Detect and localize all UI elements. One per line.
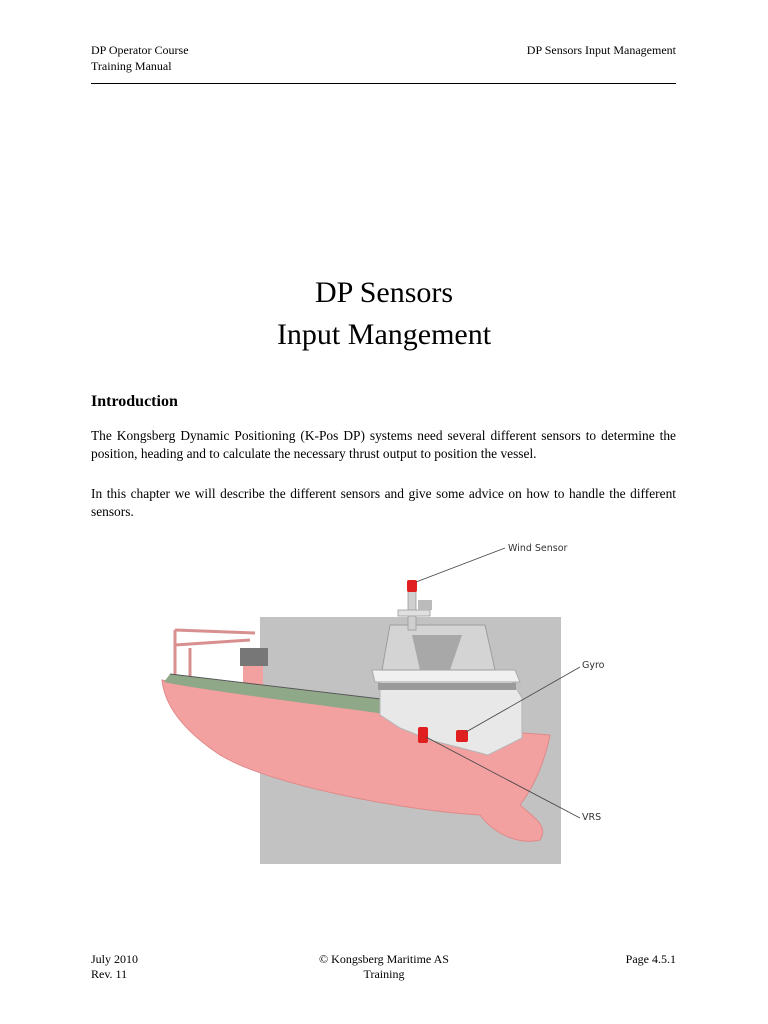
page-number: Page 4.5.1	[625, 952, 676, 966]
header-right: DP Sensors Input Management	[527, 42, 676, 58]
gyro-marker	[456, 730, 468, 742]
ship-deck	[164, 674, 440, 722]
section-heading: Introduction	[91, 393, 178, 410]
footer-left: July 2010 Rev. 11	[91, 952, 138, 982]
footer-copyright: © Kongsberg Maritime AS	[319, 952, 449, 966]
bridge-deck	[371, 669, 521, 683]
footer-department: Training	[363, 967, 405, 981]
crane-housing	[240, 648, 268, 666]
header-left: DP Operator Course Training Manual	[91, 42, 189, 74]
gyro-label: Gyro	[582, 660, 605, 671]
vrs-label: VRS	[582, 812, 602, 823]
chapter-name: DP Sensors Input Management	[526, 43, 676, 57]
wind-sensor-marker	[407, 580, 417, 592]
intro-paragraph-2: In this chapter we will describe the dif…	[91, 486, 676, 519]
mast-platform	[397, 609, 431, 617]
wind-sensor-label: Wind Sensor	[508, 543, 568, 554]
header-divider	[91, 83, 676, 84]
footer-right: Page 4.5.1	[626, 952, 676, 967]
vrs-marker	[418, 727, 428, 743]
vessel-illustration	[161, 547, 581, 864]
wind-sensor-callout-line	[415, 547, 506, 583]
wheelhouse-front	[412, 635, 462, 670]
page-title: DP Sensors Input Mangement	[0, 272, 768, 356]
course-name: DP Operator Course	[91, 43, 189, 57]
title-line-2: Input Mangement	[276, 318, 492, 351]
radar-mount	[418, 600, 432, 610]
title-line-1: DP Sensors	[314, 276, 454, 309]
intro-paragraph-1: The Kongsberg Dynamic Positioning (K-Pos…	[91, 428, 676, 461]
vrs-callout-line	[425, 736, 581, 819]
footer-center: © Kongsberg Maritime AS Training	[0, 952, 768, 982]
vessel-sensor-figure: Wind Sensor Gyro VRS	[150, 530, 620, 870]
gyro-callout-line	[465, 666, 581, 733]
footer-revision: Rev. 11	[91, 967, 128, 981]
bridge-windows	[378, 683, 516, 690]
manual-name: Training Manual	[91, 59, 172, 73]
footer-date: July 2010	[91, 952, 139, 966]
crane	[173, 628, 256, 690]
